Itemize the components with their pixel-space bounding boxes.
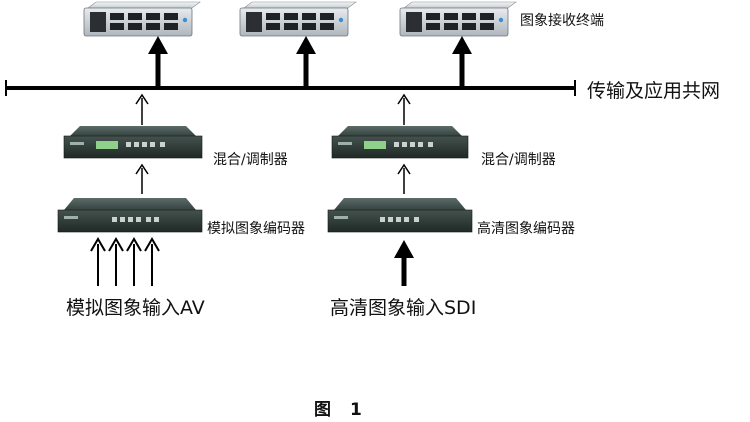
analog-input-label: 模拟图象输入AV	[66, 297, 205, 319]
figure-caption: 图 1	[314, 400, 363, 420]
arrow-bus-to-server-1	[148, 36, 168, 86]
receiver-terminal-label: 图象接收终端	[520, 13, 604, 29]
hd-input-label: 高清图象输入SDI	[330, 297, 477, 319]
analog-input-arrow-4	[144, 237, 160, 286]
hd-encoder-label: 高清图象编码器	[477, 221, 575, 237]
analog-input-arrow-3	[126, 237, 142, 286]
network-bus	[5, 80, 576, 96]
arrow-mixer-right-to-bus	[397, 93, 411, 125]
analog-input-arrows	[90, 237, 160, 286]
mixer-device-right	[331, 126, 469, 159]
hd-encoder-device	[327, 198, 473, 233]
analog-input-arrow-2	[108, 237, 124, 286]
network-label: 传输及应用共网	[587, 80, 721, 102]
arrow-bus-to-server-2	[296, 36, 316, 86]
receiver-server-1	[83, 1, 201, 37]
receiver-server-2	[239, 1, 357, 37]
arrow-encoder-left-to-mixer	[135, 163, 149, 194]
mixer-right-label: 混合/调制器	[481, 152, 556, 168]
mixer-left-label: 混合/调制器	[213, 152, 288, 168]
analog-input-arrow-1	[90, 237, 106, 286]
analog-encoder-label: 模拟图象编码器	[207, 221, 305, 237]
receiver-server-3	[399, 1, 517, 37]
arrow-encoder-right-to-mixer	[397, 163, 411, 194]
analog-encoder-device	[57, 198, 203, 233]
mixer-device-left	[63, 126, 203, 159]
arrow-mixer-left-to-bus	[135, 93, 149, 125]
hd-input-arrow	[394, 240, 414, 286]
arrow-bus-to-server-3	[452, 36, 472, 86]
